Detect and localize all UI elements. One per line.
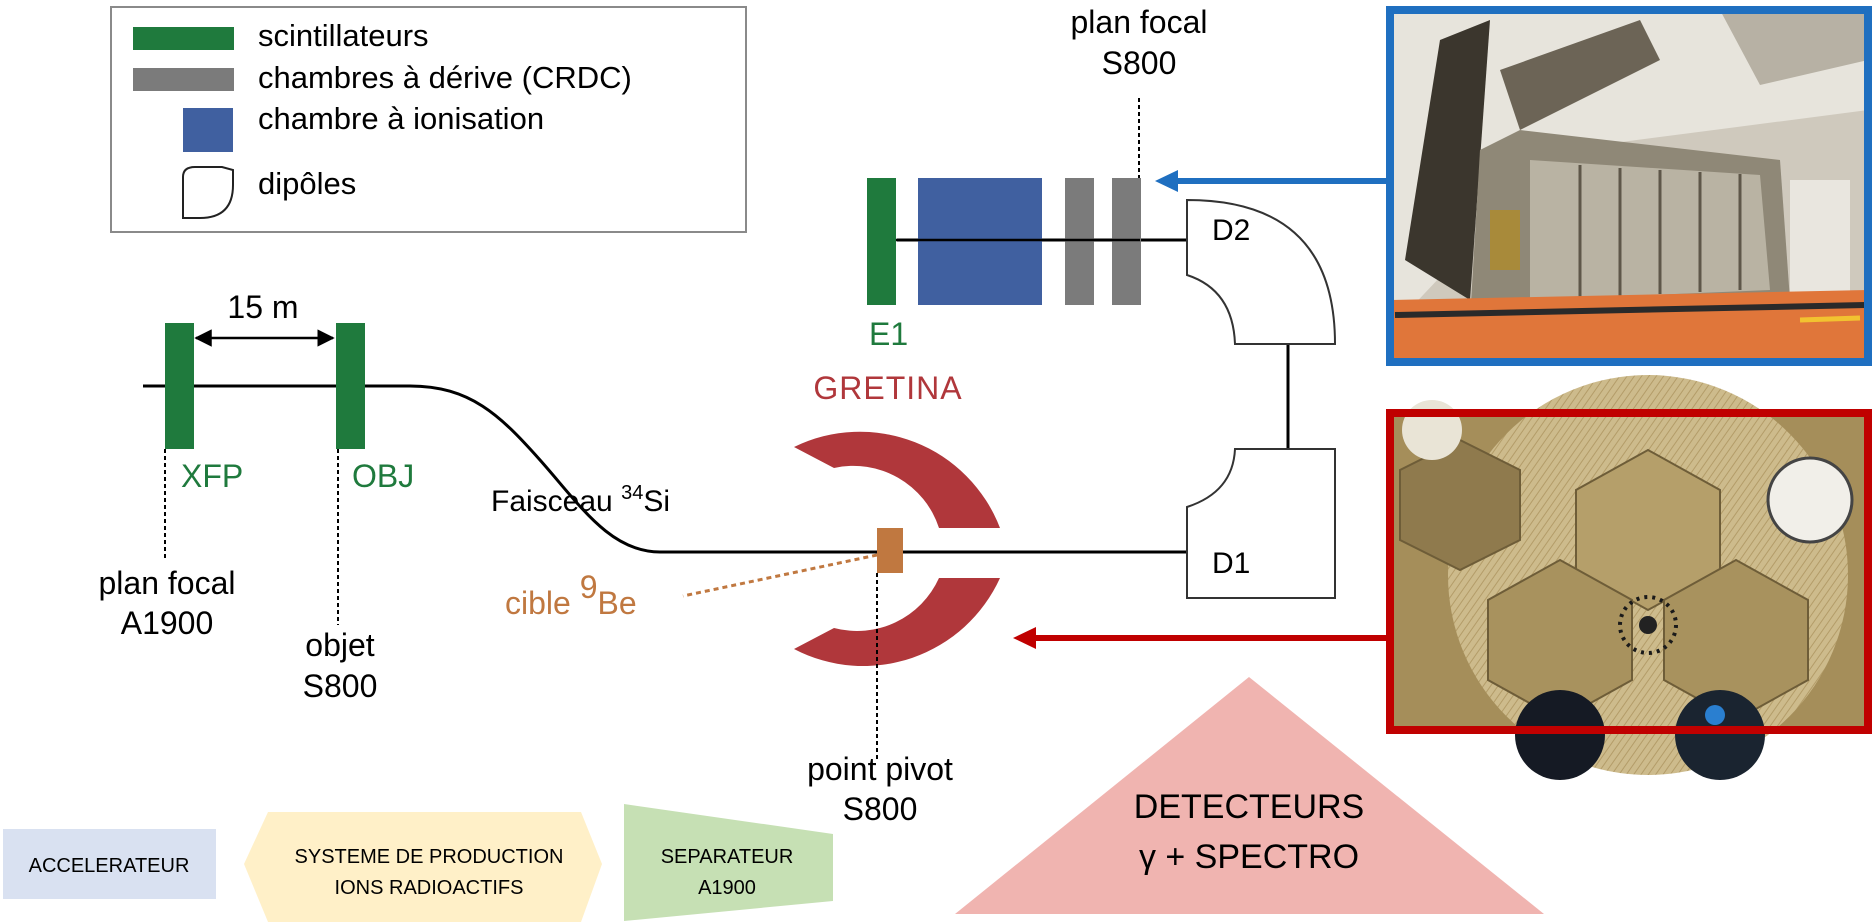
distance-label: 15 m — [227, 289, 298, 325]
objet-s800-line1: objet — [305, 627, 375, 663]
obj-label: OBJ — [352, 458, 414, 494]
xfp-label: XFP — [181, 458, 243, 494]
flow-accelerateur-label: ACCELERATEUR — [29, 855, 190, 877]
gretina-lower-arc — [794, 578, 1000, 667]
flow-production-line1: SYSTEME DE PRODUCTION — [295, 846, 564, 868]
photo-crdc-gold-foil — [1490, 210, 1520, 270]
beam-label-element: Si — [643, 485, 670, 518]
photo-crdc-left-frame — [1405, 20, 1490, 300]
photo-gretina-target-center — [1639, 616, 1657, 634]
photo-crdc-beam — [1720, 10, 1868, 85]
photo-gretina-beam-port — [1618, 595, 1678, 655]
plan-focal-a1900-line2: A1900 — [121, 605, 214, 641]
legend-label-crdc: chambres à dérive (CRDC) — [258, 60, 632, 95]
target-label: cible 9Be — [505, 569, 637, 621]
photo-bottom-frame — [1386, 409, 1872, 734]
objet-s800-line2: S800 — [303, 668, 378, 704]
flow-separateur-line2: A1900 — [698, 877, 756, 899]
pivot-point-line2: S800 — [843, 791, 918, 827]
plan-focal-s800-line2: S800 — [1102, 45, 1177, 81]
beam-label-mass: 34 — [621, 482, 643, 504]
flow-production-line2: IONS RADIOACTIFS — [335, 877, 524, 899]
legend: scintillateurs chambres à dérive (CRDC) … — [110, 6, 747, 233]
photo-crdc-panels — [1530, 160, 1770, 300]
flow-chart: ACCELERATEUR SYSTEME DE PRODUCTION IONS … — [3, 677, 1544, 922]
photo-gretina-cable-left — [1515, 690, 1605, 780]
photo-gretina-cable-right — [1675, 690, 1765, 780]
dipoles: D1 D2 — [1186, 198, 1337, 599]
photo-gretina-blue-connector — [1705, 705, 1725, 725]
dipole-d2 — [1186, 198, 1337, 345]
photo-bottom — [1386, 375, 1872, 780]
photo-crdc-support — [1500, 20, 1660, 130]
legend-label-scintillateurs: scintillateurs — [258, 18, 429, 53]
photo-top — [1386, 6, 1872, 366]
legend-scintillator-swatch — [133, 27, 234, 50]
dipole-d2-label: D2 — [1212, 214, 1250, 247]
flow-detecteurs-line1: DETECTEURS — [1134, 788, 1364, 826]
pivot-point-line1: point pivot — [807, 751, 953, 787]
flow-separateur-box — [624, 804, 833, 921]
obj-scintillator — [336, 323, 365, 449]
dipole-d1 — [1186, 448, 1336, 599]
beam-label: Faisceau 34Si — [491, 482, 670, 518]
photo-gretina-cluster-top — [1575, 448, 1721, 612]
ionization-chamber — [918, 178, 1042, 305]
gretina-array: GRETINA cible 9Be point pivot S800 — [505, 370, 1000, 827]
flow-accelerateur-box — [3, 829, 216, 899]
target-label-prefix: cible — [505, 585, 580, 621]
e1-label: E1 — [869, 316, 908, 352]
a1900-section: 15 m XFP OBJ plan focal A1900 objet S800 — [99, 289, 415, 704]
flow-production-box — [244, 812, 602, 922]
legend-label-dipoles: dipôles — [258, 166, 356, 201]
gretina-upper-arc — [794, 431, 1000, 528]
photo-crdc-base-rail — [1394, 302, 1866, 318]
legend-crdc-swatch — [133, 68, 234, 91]
target — [877, 528, 903, 573]
target-label-mass: 9 — [580, 569, 598, 605]
target-label-element: Be — [598, 585, 637, 621]
e1-scintillator — [867, 178, 896, 305]
photo-crdc-yellow-rail — [1799, 315, 1861, 323]
gretina-label: GRETINA — [813, 370, 962, 406]
legend-ionization-swatch — [183, 108, 233, 152]
photo-pointers — [1013, 170, 1390, 649]
blue-pointer-head — [1155, 170, 1178, 192]
plan-focal-a1900-line1: plan focal — [99, 565, 236, 601]
xfp-scintillator — [165, 323, 194, 449]
crdc-1 — [1065, 178, 1094, 305]
legend-label-ionisation: chambre à ionisation — [258, 101, 544, 136]
photo-gretina-porthole-right — [1766, 456, 1854, 544]
crdc-2 — [1112, 178, 1141, 305]
flow-detecteurs-triangle — [955, 677, 1544, 914]
plan-focal-s800-line1: plan focal — [1071, 4, 1208, 40]
photo-top-frame — [1386, 6, 1872, 366]
flow-detecteurs-line2: γ + SPECTRO — [1139, 838, 1359, 876]
legend-dipole-icon — [182, 166, 234, 219]
photo-crdc-floor — [1390, 290, 1868, 362]
beam-label-prefix: Faisceau — [491, 485, 621, 518]
dipole-d1-label: D1 — [1212, 547, 1250, 580]
target-pointer — [682, 553, 878, 598]
red-pointer-head — [1013, 627, 1036, 649]
s800-focal-plane: E1 plan focal S800 — [867, 4, 1207, 352]
flow-separateur-line1: SEPARATEUR — [661, 846, 794, 868]
photo-gretina-cluster-far-left — [1399, 438, 1521, 572]
